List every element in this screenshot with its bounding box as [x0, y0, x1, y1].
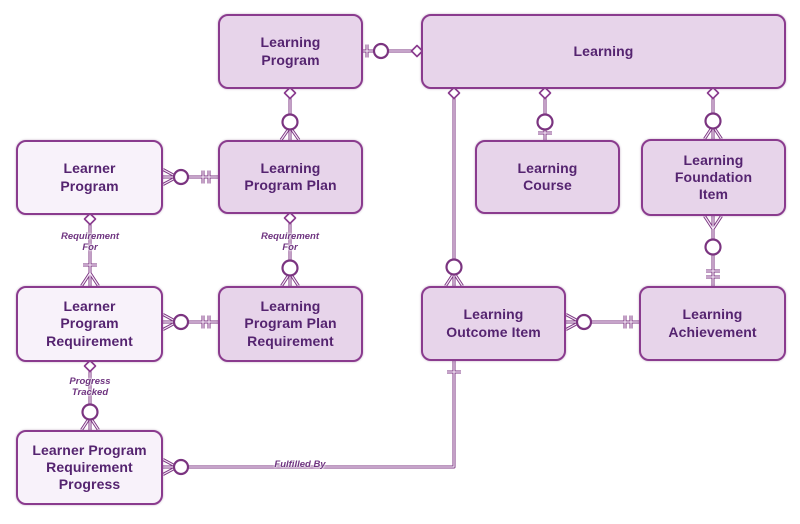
- entity-learning-program-plan-requirement: Learning Program Plan Requirement: [218, 286, 363, 362]
- entity-learning-course: Learning Course: [475, 140, 620, 214]
- entity-learner-program-requirement: Learner Program Requirement: [16, 286, 163, 362]
- entity-learning-achievement: Learning Achievement: [639, 286, 786, 361]
- entity-learning: Learning: [421, 14, 786, 89]
- entity-learning-foundation-item: Learning Foundation Item: [641, 139, 786, 216]
- entity-learning-program-plan: Learning Program Plan: [218, 140, 363, 214]
- entity-learning-outcome-item: Learning Outcome Item: [421, 286, 566, 361]
- entity-learner-program-requirement-progress: Learner Program Requirement Progress: [16, 430, 163, 505]
- entity-learning-program: Learning Program: [218, 14, 363, 89]
- entity-learner-program: Learner Program: [16, 140, 163, 215]
